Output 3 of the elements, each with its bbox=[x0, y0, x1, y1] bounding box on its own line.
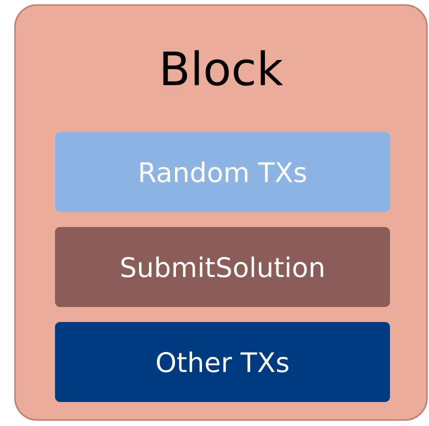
transaction-box: SubmitSolution bbox=[55, 227, 390, 307]
transaction-box: Random TXs bbox=[55, 132, 390, 212]
transaction-box: Other TXs bbox=[55, 322, 390, 402]
